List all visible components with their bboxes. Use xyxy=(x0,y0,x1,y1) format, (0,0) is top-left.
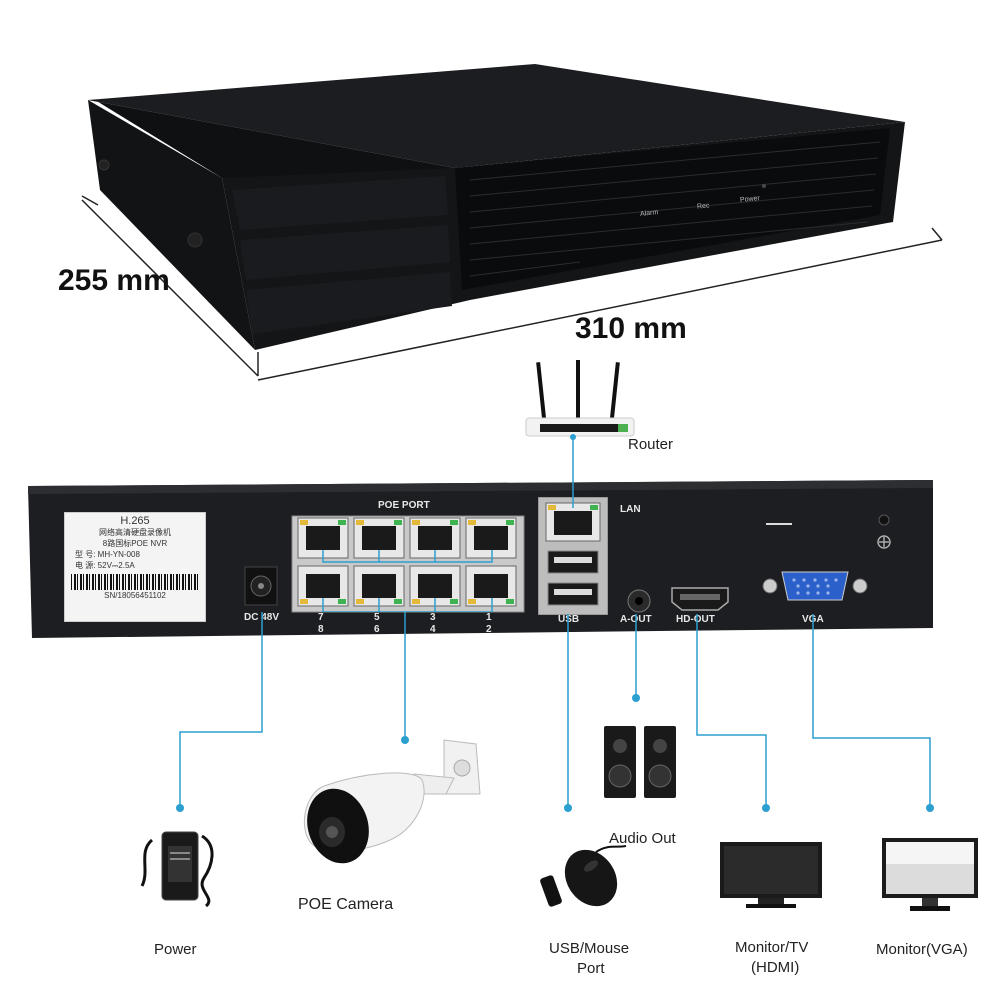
power-label: Power xyxy=(154,941,197,958)
power-adapter-icon xyxy=(140,831,214,908)
panel-dash xyxy=(766,523,792,525)
lan-usb-ports xyxy=(538,497,608,615)
port-number-7: 7 xyxy=(318,612,324,623)
port-number-1: 1 xyxy=(486,612,492,623)
poe-camera-icon xyxy=(303,739,481,864)
poe-ports xyxy=(297,517,517,612)
vga-port-icon xyxy=(762,571,868,601)
sticker-power: 电 源: 52V⎓2.5A xyxy=(75,561,135,570)
monitor-hdmi-label-line1: Monitor/TV xyxy=(735,939,809,956)
router-label: Router xyxy=(628,436,674,453)
speakers-icon xyxy=(604,726,676,798)
poe-port-label: POE PORT xyxy=(378,500,430,511)
side-screw-icon xyxy=(187,232,203,248)
poe-camera-label: POE Camera xyxy=(298,896,394,913)
monitor-vga-icon xyxy=(882,838,978,911)
usb-mouse-icon xyxy=(540,845,627,907)
device-sticker: H.265 网络高清硬盘录像机 8路国标POE NVR 型 号: MH-YN-0… xyxy=(64,512,206,622)
port-number-6: 6 xyxy=(374,624,380,635)
depth-dimension-label: 255 mm xyxy=(58,264,170,297)
power-led-icon xyxy=(762,184,766,188)
hd-out-label: HD-OUT xyxy=(676,614,715,625)
sticker-serial: SN/18056451102 xyxy=(104,591,166,600)
port-number-3: 3 xyxy=(430,612,436,623)
nvr-top-view xyxy=(81,64,943,381)
vent-pattern xyxy=(469,141,881,277)
hdmi-port-icon xyxy=(671,587,729,611)
audio-out-jack-icon xyxy=(627,589,651,613)
sticker-model-desc: 8路国标POE NVR xyxy=(102,539,168,548)
port-number-2: 2 xyxy=(486,624,492,635)
width-dimension-label: 310 mm xyxy=(575,312,687,345)
dc-jack-icon xyxy=(244,566,278,606)
monitor-hdmi-icon xyxy=(720,842,822,908)
monitor-vga-label: Monitor(VGA) xyxy=(876,941,968,958)
audio-out-label: Audio Out xyxy=(609,830,676,847)
usb-mouse-label-line1: USB/Mouse xyxy=(549,940,630,957)
port-number-5: 5 xyxy=(374,612,380,623)
router-icon xyxy=(525,360,635,437)
lan-label: LAN xyxy=(620,504,641,515)
sticker-codec: H.265 xyxy=(120,515,150,527)
sticker-chinese-title: 网络高清硬盘录像机 xyxy=(99,528,171,537)
port-number-4: 4 xyxy=(430,624,436,635)
usb-mouse-label-line2: Port xyxy=(577,960,605,977)
port-number-8: 8 xyxy=(318,624,324,635)
barcode-icon xyxy=(71,574,199,590)
monitor-hdmi-label-line2: (HDMI) xyxy=(751,959,800,976)
ground-screw-icon xyxy=(877,514,891,549)
sticker-model: 型 号: MH-YN-008 xyxy=(75,550,140,559)
